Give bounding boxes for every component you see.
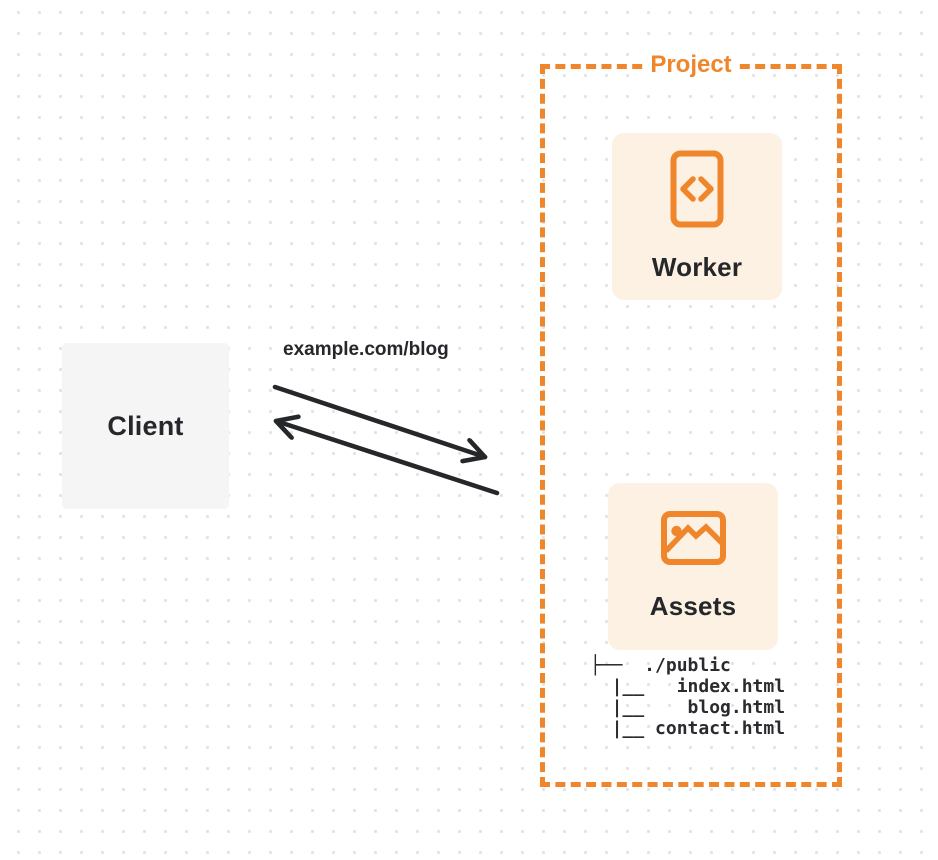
request-arrow [272, 384, 488, 457]
client-label: Client [107, 410, 184, 441]
project-boundary: Project Worker Assets [540, 51, 842, 787]
code-document-icon [670, 150, 724, 228]
assets-label: Assets [649, 591, 737, 621]
file-tree-item: |__ contact.html [590, 718, 786, 739]
image-icon [660, 511, 726, 565]
assets-node: Assets [608, 483, 778, 650]
file-tree: ├── ./public |__ index.html |__ blog.htm… [590, 655, 785, 739]
request-url-label: example.com/blog [283, 339, 449, 360]
project-label: Project [643, 51, 739, 79]
file-tree-item: |__ blog.html [590, 697, 786, 718]
request-response-arrows [272, 384, 500, 496]
worker-node: Worker [612, 133, 782, 300]
file-tree-item: |__ index.html [590, 676, 786, 697]
file-tree-root: ├── ./public [590, 655, 731, 676]
response-arrow [273, 421, 500, 496]
worker-label: Worker [651, 252, 743, 282]
client-node: Client [62, 343, 229, 509]
